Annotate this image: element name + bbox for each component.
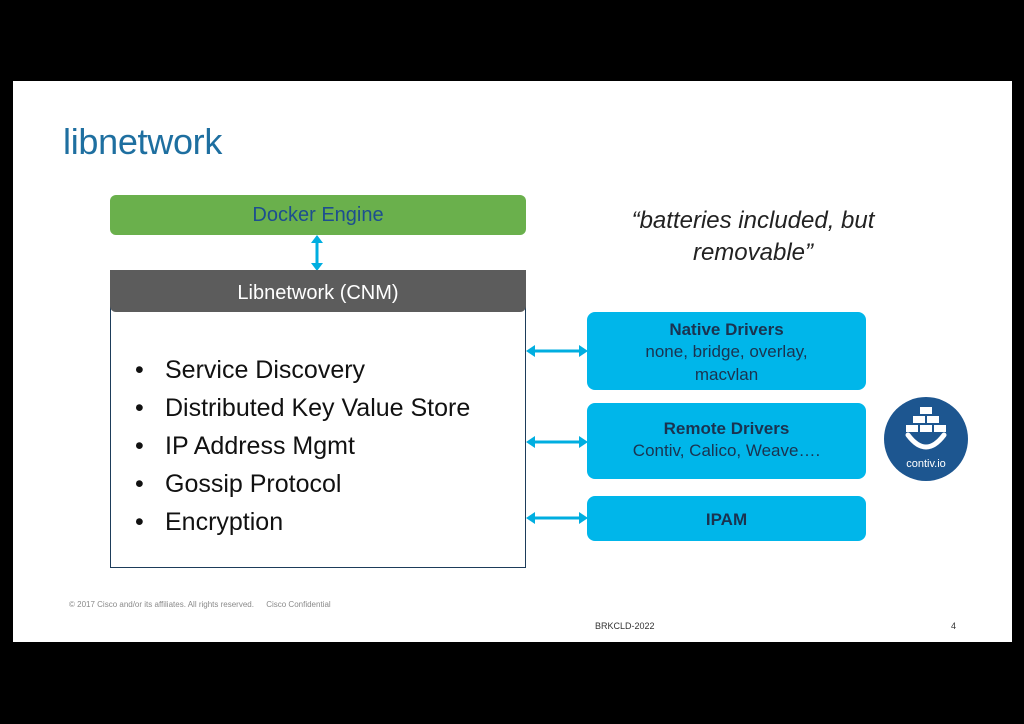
native-drivers-arrow	[526, 345, 588, 357]
feature-label: Gossip Protocol	[165, 470, 342, 498]
remote-drivers-arrow	[526, 436, 588, 448]
libnetwork-header: Libnetwork (CNM)	[110, 270, 526, 312]
ipam-title: IPAM	[705, 510, 748, 529]
slide-title: libnetwork	[63, 121, 223, 162]
remote-drivers-desc: Contiv, Calico, Weave….	[632, 441, 821, 460]
feature-item: • IP Address Mgmt	[135, 427, 470, 465]
native-drivers-title: Native Drivers	[669, 320, 784, 339]
contiv-logo: contiv.io	[884, 397, 968, 481]
docker-libnetwork-arrow	[311, 235, 323, 271]
quote-line: removable”	[692, 239, 814, 266]
container-stack-icon	[905, 407, 947, 450]
bullet: •	[135, 356, 144, 384]
bullet: •	[135, 394, 144, 422]
session-code: BRKCLD-2022	[595, 621, 655, 631]
confidential-text: Cisco Confidential	[266, 600, 331, 609]
feature-item: • Service Discovery	[135, 351, 470, 389]
native-drivers-line: none, bridge, overlay,	[645, 342, 808, 361]
feature-label: Distributed Key Value Store	[165, 394, 471, 422]
feature-item: • Gossip Protocol	[135, 465, 470, 503]
native-drivers-box: Native Drivers none, bridge, overlay, ma…	[587, 312, 866, 390]
feature-label: Encryption	[165, 508, 284, 536]
native-drivers-line: macvlan	[694, 365, 759, 384]
copyright-text: © 2017 Cisco and/or its affiliates. All …	[69, 600, 254, 609]
ipam-arrow	[526, 512, 588, 524]
feature-label: IP Address Mgmt	[165, 432, 355, 460]
remote-drivers-box: Remote Drivers Contiv, Calico, Weave….	[587, 403, 866, 479]
feature-list: • Service Discovery • Distributed Key Valu…	[135, 351, 470, 541]
remote-drivers-title: Remote Drivers	[663, 419, 790, 438]
bullet: •	[135, 432, 144, 460]
tagline-quote: “batteries included, but removable”	[593, 205, 913, 269]
bullet: •	[135, 470, 144, 498]
page-number: 4	[951, 621, 957, 631]
ipam-box: IPAM	[587, 496, 866, 541]
feature-item: • Encryption	[135, 503, 470, 541]
feature-label: Service Discovery	[165, 356, 366, 384]
bullet: •	[135, 508, 144, 536]
slide: libnetwork Docker Engine Libnetwork (CNM…	[13, 81, 1012, 642]
contiv-logo-text: contiv.io	[906, 458, 946, 470]
docker-engine-box: Docker Engine	[110, 195, 526, 235]
quote-line: “batteries included, but	[631, 207, 875, 234]
footer-copyright: © 2017 Cisco and/or its affiliates. All …	[69, 600, 341, 609]
feature-item: • Distributed Key Value Store	[135, 389, 470, 427]
